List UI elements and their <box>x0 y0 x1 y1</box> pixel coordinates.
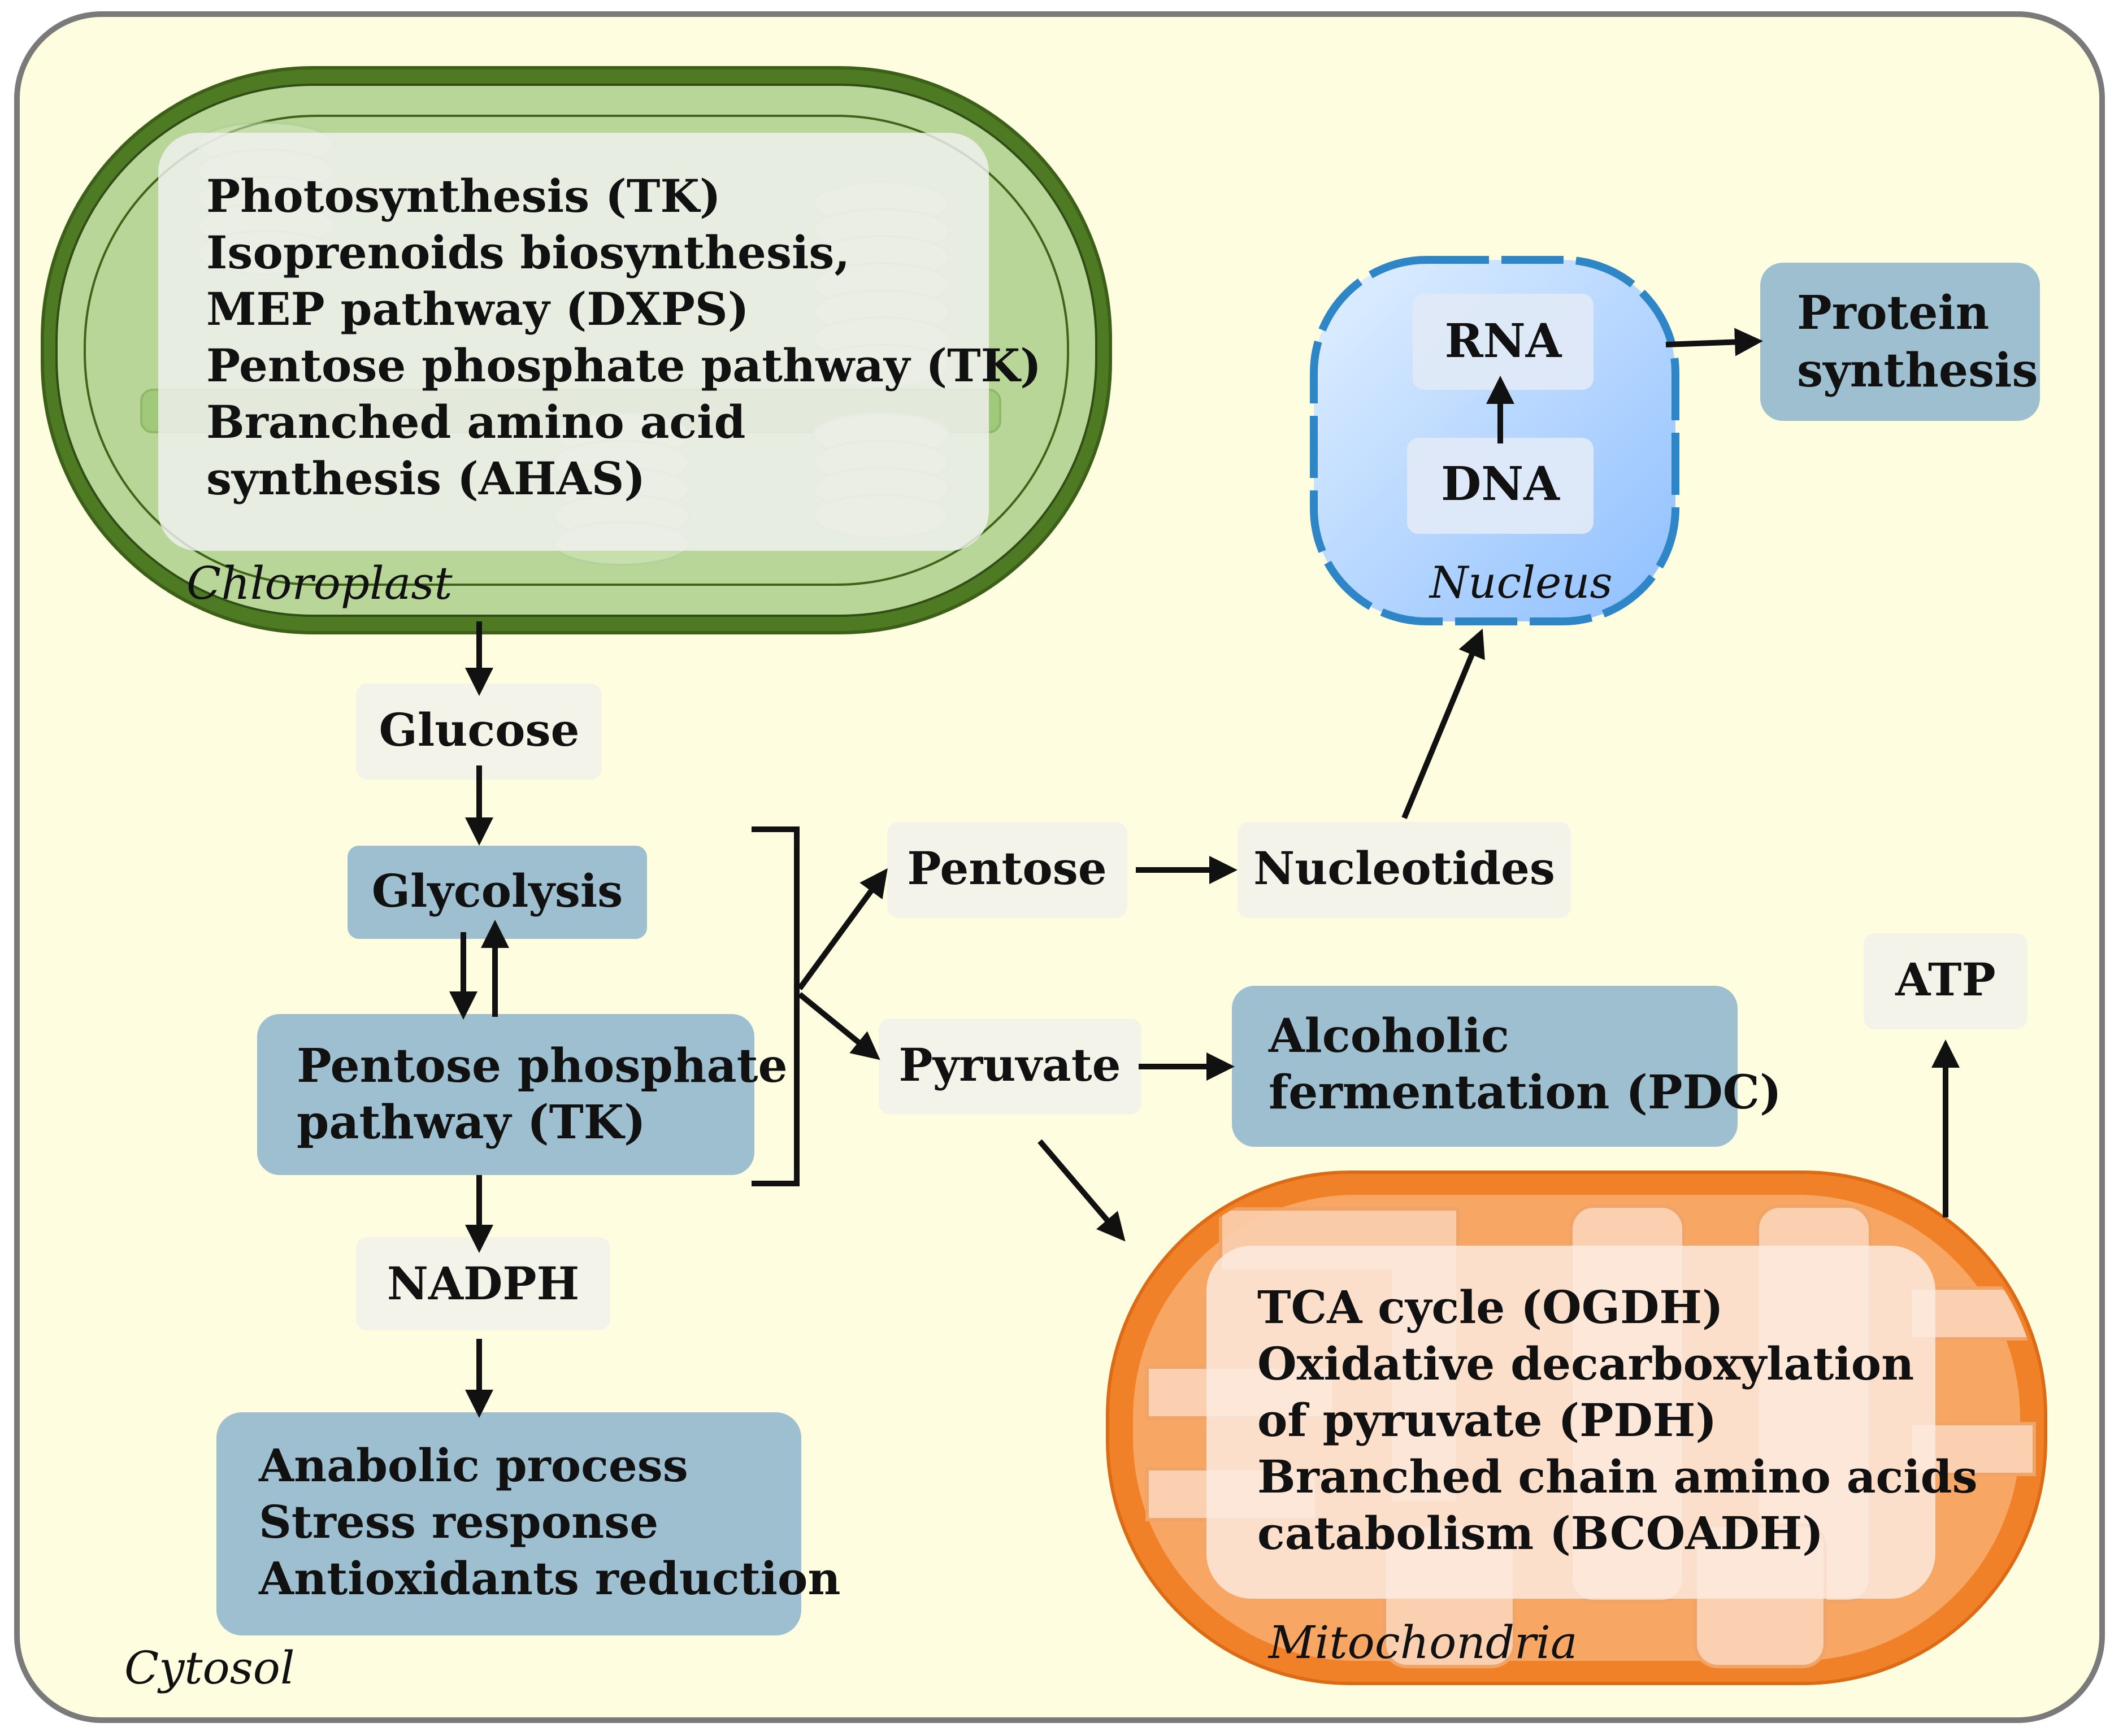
glucose-box <box>356 684 602 780</box>
dna-box <box>1407 438 1594 534</box>
cytosol-label: Cytosol <box>124 1642 295 1694</box>
nucleotides-box <box>1238 822 1571 918</box>
nadph-box <box>356 1237 610 1330</box>
chloroplast-line: Isoprenoids biosynthesis, <box>206 226 850 279</box>
mitochondria-line: catabolism (BCOADH) <box>1257 1507 1824 1560</box>
chloroplast-label: Chloroplast <box>186 557 453 610</box>
arrow-bracket-to-pentose <box>797 868 888 990</box>
mitochondria-line: Oxidative decarboxylation <box>1257 1337 1914 1390</box>
alcoholic-line1: Alcoholic <box>1268 1009 1509 1063</box>
mitochondria-line: of pyruvate (PDH) <box>1257 1394 1717 1447</box>
anabolic-line: Antioxidants reduction <box>258 1552 841 1605</box>
protein-synthesis-line2: synthesis <box>1797 343 2038 398</box>
ppp-line2: pathway (TK) <box>297 1095 646 1150</box>
chloroplast-line: Branched amino acid <box>206 395 745 449</box>
bracket <box>752 826 800 1186</box>
arrow-bracket-to-pyruvate <box>797 992 880 1060</box>
arrow-pyruvate-to-mitochondria <box>1037 1139 1126 1242</box>
atp-label: ATP <box>1895 953 1995 1006</box>
alcoholic-line2: fermentation (PDC) <box>1269 1065 1782 1120</box>
nadph-label: NADPH <box>387 1257 579 1310</box>
anabolic-box <box>216 1412 801 1635</box>
chloroplast-line: synthesis (AHAS) <box>206 452 645 505</box>
glycolysis-box <box>348 846 647 939</box>
mitochondria: TCA cycle (OGDH)Oxidative decarboxylatio… <box>1106 1171 2047 1685</box>
chloroplast-text-panel <box>158 133 989 551</box>
mitochondria-line: Branched chain amino acids <box>1257 1450 1978 1503</box>
arrow-nucleotides-to-nucleus <box>1401 628 1485 819</box>
chloroplast-functions: Photosynthesis (TK)Isoprenoids biosynthe… <box>206 169 1041 505</box>
pentose-phosphate-pathway-box <box>257 1014 754 1175</box>
mitochondria-functions: TCA cycle (OGDH)Oxidative decarboxylatio… <box>1257 1281 1978 1560</box>
pentose-label: Pentose <box>907 842 1106 895</box>
glucose-label: Glucose <box>379 703 580 756</box>
chloroplast-line: Photosynthesis (TK) <box>206 169 721 223</box>
mitochondria-label: Mitochondria <box>1267 1616 1578 1669</box>
rna-box <box>1413 294 1594 390</box>
mitochondria-line: TCA cycle (OGDH) <box>1257 1281 1723 1334</box>
mitochondria-text-panel <box>1206 1246 1935 1599</box>
arrow-nucleus-to-protein <box>1665 328 1763 356</box>
ppp-line1: Pentose phosphate <box>297 1039 788 1093</box>
protein-synthesis-line1: Protein <box>1797 286 1989 340</box>
pyruvate-label: Pyruvate <box>898 1038 1121 1091</box>
dna-label: DNA <box>1441 457 1560 511</box>
nucleus-label: Nucleus <box>1429 558 1613 608</box>
rna-label: RNA <box>1445 314 1562 368</box>
nucleotides-label: Nucleotides <box>1253 842 1555 895</box>
pentose-box <box>887 822 1127 918</box>
anabolic-line: Anabolic process <box>258 1439 688 1492</box>
atp-box <box>1864 933 2027 1029</box>
protein-synthesis-box <box>1760 263 2040 421</box>
chloroplast-line: MEP pathway (DXPS) <box>206 282 749 336</box>
nucleus: RNA DNA Nucleus <box>1310 256 1679 625</box>
chloroplast: Photosynthesis (TK)Isoprenoids biosynthe… <box>41 66 1112 634</box>
pyruvate-box <box>879 1019 1141 1115</box>
glycolysis-label: Glycolysis <box>372 864 623 917</box>
alcoholic-fermentation-box <box>1232 986 1738 1147</box>
chloroplast-line: Pentose phosphate pathway (TK) <box>206 339 1041 392</box>
anabolic-line: Stress response <box>259 1495 658 1548</box>
